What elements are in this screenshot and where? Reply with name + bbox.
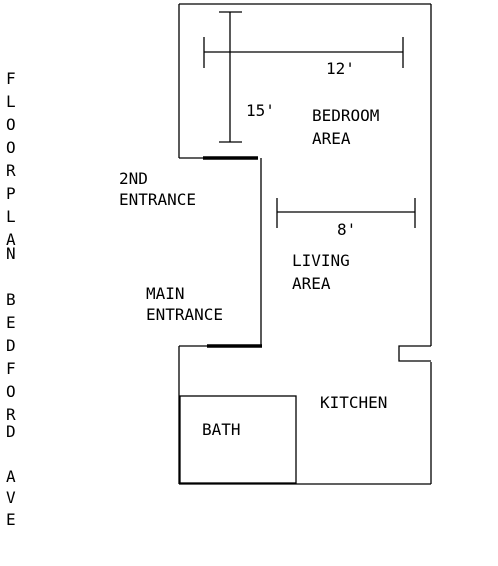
dimension-living-width [276, 198, 416, 228]
side-title-letter: P [6, 184, 16, 203]
kitchen-label: KITCHEN [320, 393, 387, 412]
side-title-letter: O [6, 382, 16, 401]
side-title: F L O O R P L A N B E D F O R D A V E [6, 69, 16, 529]
side-title-letter: D [6, 336, 16, 355]
side-title-letter: O [6, 138, 16, 157]
side-title-letter: N [6, 244, 16, 263]
bedroom-label-line1: BEDROOM [312, 106, 379, 125]
bath-label: BATH [202, 420, 241, 439]
side-title-letter: F [6, 359, 16, 378]
living-label-line2: AREA [292, 274, 331, 293]
bath-room-outline [179, 395, 297, 484]
bedroom-width-label: 12' [326, 59, 355, 78]
side-title-letter: A [6, 467, 16, 486]
second-entrance-label-line1: 2ND [119, 169, 148, 188]
side-title-letter: V [6, 488, 16, 507]
walls [178, 3, 432, 485]
main-entrance-label-line2: ENTRANCE [146, 305, 223, 324]
side-title-letter: B [6, 290, 16, 309]
side-title-letter: F [6, 69, 16, 88]
side-title-letter: L [6, 207, 16, 226]
side-title-letter: A [6, 230, 16, 249]
side-title-letter: D [6, 422, 16, 441]
second-entrance-label-line2: ENTRANCE [119, 190, 196, 209]
bedroom-length-label: 15' [246, 101, 275, 120]
wall-jog [398, 345, 431, 362]
bedroom-label-line2: AREA [312, 129, 351, 148]
main-entrance-label-line1: MAIN [146, 284, 185, 303]
living-label-line1: LIVING [292, 251, 350, 270]
living-width-label: 8' [337, 220, 356, 239]
side-title-letter: R [6, 405, 16, 424]
side-title-letter: O [6, 115, 16, 134]
side-title-letter: E [6, 313, 16, 332]
side-title-letter: R [6, 161, 16, 180]
dimension-bedroom-length [219, 11, 242, 143]
dimension-bedroom-width [203, 37, 404, 68]
side-title-letter: E [6, 510, 16, 529]
side-title-letter: L [6, 92, 16, 111]
